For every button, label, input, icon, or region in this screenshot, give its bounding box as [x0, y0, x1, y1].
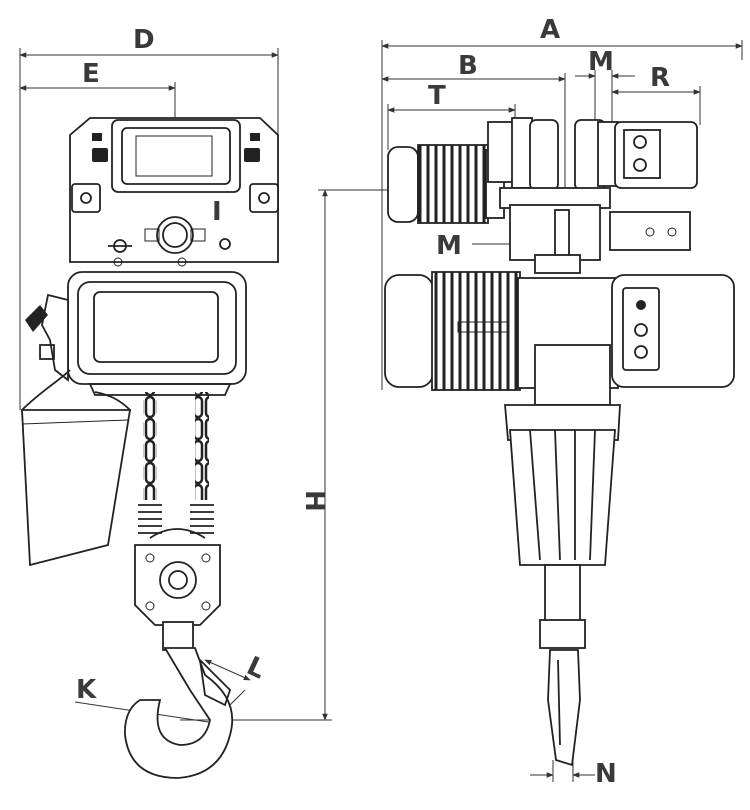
dimension-label-h: H [299, 490, 329, 512]
dimension-label-a: A [540, 15, 560, 45]
dimension-label-m-top: M [588, 47, 614, 77]
dimension-label-k: K [76, 675, 97, 705]
dimension-label-i: I [212, 197, 222, 227]
dimension-label-d: D [133, 25, 155, 55]
hoist-front-view [384, 117, 735, 767]
dimension-label-t: T [428, 81, 446, 111]
dimension-label-n: N [595, 759, 617, 789]
dimension-label-b: B [458, 51, 478, 81]
dimension-label-m-mid: M [436, 231, 462, 261]
dimension-label-l: L [242, 651, 270, 685]
hoist-side-view [21, 117, 279, 779]
dimension-label-e: E [82, 59, 100, 89]
dimension-label-r: R [650, 63, 670, 93]
